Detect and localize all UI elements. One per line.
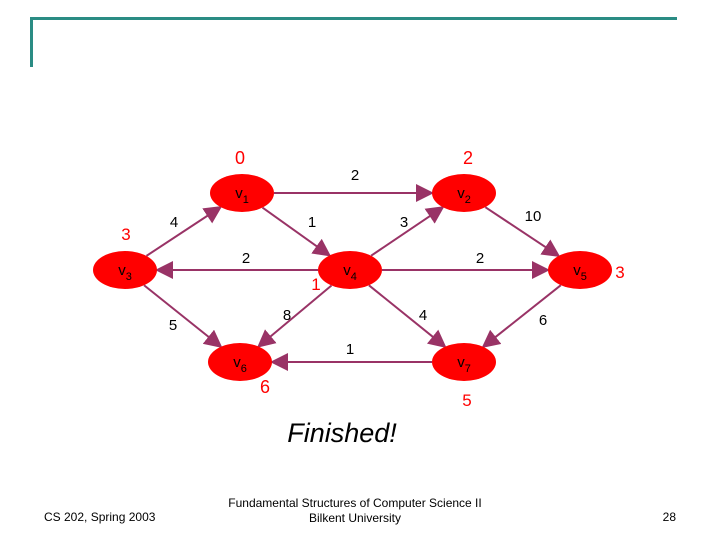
node-distance-v3: 3 (121, 225, 130, 244)
footer-title: Fundamental Structures of Computer Scien… (200, 496, 510, 526)
node-v6: v6 (208, 343, 272, 381)
node-distance-v6: 6 (260, 377, 270, 397)
edge-v4-v6 (256, 284, 333, 348)
edge-weight-v4-v7: 4 (419, 307, 427, 324)
footer-title-line2: Bilkent University (308, 511, 402, 525)
footer-course: CS 202, Spring 2003 (44, 510, 156, 524)
edge-weight-v1-v2: 2 (351, 167, 359, 184)
node-shape-v4 (318, 251, 382, 289)
status-text: Finished! (287, 418, 397, 448)
node-label-v6: v6 (233, 354, 247, 375)
edge-v3-v1 (145, 206, 223, 257)
edge-weight-v3-v6: 5 (169, 317, 177, 334)
node-label-v4: v4 (343, 262, 357, 283)
node-label-v7: v7 (457, 354, 471, 375)
edge-weight-v3-v1: 4 (170, 214, 178, 231)
node-label-v2: v2 (457, 185, 471, 206)
edge-weight-v4-v6: 8 (283, 307, 291, 324)
node-shape-v3 (93, 251, 157, 289)
node-v7: v7 (432, 343, 496, 381)
edge-v5-v7 (481, 284, 562, 349)
node-label-v3: v3 (118, 262, 132, 283)
node-shape-v6 (208, 343, 272, 381)
edge-v3-v6 (143, 284, 223, 348)
node-shape-v5 (548, 251, 612, 289)
node-distance-v1: 0 (235, 148, 245, 168)
edge-v4-v2 (370, 206, 445, 257)
node-shape-v7 (432, 343, 496, 381)
edge-weight-v1-v4: 1 (308, 214, 316, 231)
frame-left-rule (30, 17, 33, 67)
node-v2: v2 (432, 174, 496, 212)
node-label-v1: v1 (235, 185, 249, 206)
node-distance-v2: 2 (463, 148, 473, 168)
frame-top-rule (30, 17, 677, 20)
page-number: 28 (662, 510, 676, 524)
edge-weight-v7-v6: 1 (346, 341, 354, 358)
edge-v1-v4 (261, 206, 332, 257)
edge-v2-v5 (484, 206, 561, 257)
footer-title-line1: Fundamental Structures of Computer Scien… (228, 496, 482, 510)
node-v1: v1 (210, 174, 274, 212)
edge-v4-v7 (368, 284, 447, 348)
node-v4: v4 (318, 251, 382, 289)
node-distance-v4: 1 (311, 275, 320, 294)
node-shape-v1 (210, 174, 274, 212)
node-label-v5: v5 (573, 262, 587, 283)
edge-weight-v2-v5: 10 (525, 208, 542, 225)
edge-weight-v5-v7: 6 (539, 312, 547, 329)
edge-weight-v4-v2: 3 (400, 214, 408, 231)
node-shape-v2 (432, 174, 496, 212)
edge-weight-v4-v3: 2 (242, 250, 250, 267)
node-distance-v7: 5 (462, 391, 471, 410)
node-v3: v3 (93, 251, 157, 289)
node-distance-v5: 3 (615, 263, 624, 282)
edge-weight-v4-v5: 2 (476, 250, 484, 267)
node-v5: v5 (548, 251, 612, 289)
